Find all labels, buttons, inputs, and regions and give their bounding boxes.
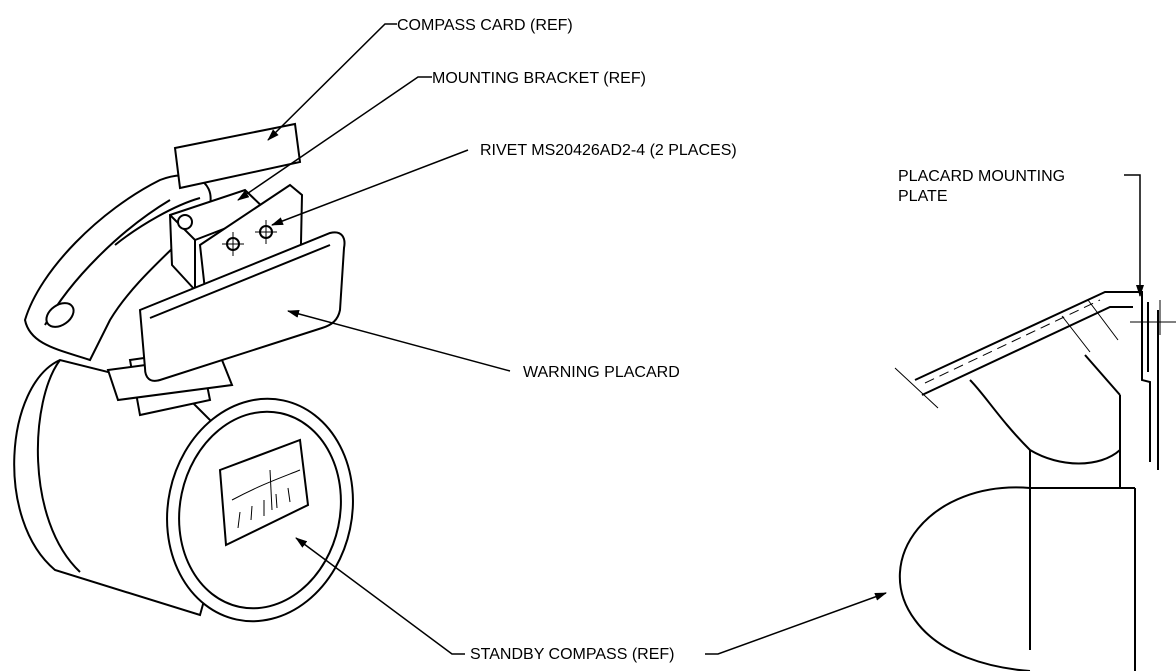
leader-compass-card xyxy=(267,23,397,141)
side-placard-plate xyxy=(1141,292,1151,462)
side-compass-neck xyxy=(1029,395,1121,488)
compass-card xyxy=(173,122,302,190)
leader-warning-placard xyxy=(287,310,511,372)
leader-mounting-bracket xyxy=(237,76,432,201)
leader-standby-compass-left xyxy=(295,537,465,655)
side-angled-bracket xyxy=(914,291,1143,381)
label-mounting-bracket: MOUNTING BRACKET (REF) xyxy=(432,70,646,87)
label-placard-plate-2: PLATE xyxy=(898,188,948,205)
leader-standby-compass-right xyxy=(705,592,887,655)
label-compass-card: COMPASS CARD (REF) xyxy=(397,17,573,34)
standby-compass-illustration xyxy=(13,122,354,623)
compass-window xyxy=(218,438,310,547)
label-rivet: RIVET MS20426AD2-4 (2 PLACES) xyxy=(480,142,737,159)
label-standby-compass: STANDBY COMPASS (REF) xyxy=(470,646,674,663)
leader-rivet xyxy=(271,149,469,226)
label-placard-plate-1: PLACARD MOUNTING xyxy=(898,168,1065,185)
label-warning-placard: WARNING PLACARD xyxy=(523,364,680,381)
leader-placard-plate xyxy=(1124,174,1144,297)
side-view-section xyxy=(894,291,1176,671)
warning-placard-shape xyxy=(138,231,346,382)
mounting-hole xyxy=(45,302,75,328)
side-compass-body xyxy=(898,486,1135,671)
